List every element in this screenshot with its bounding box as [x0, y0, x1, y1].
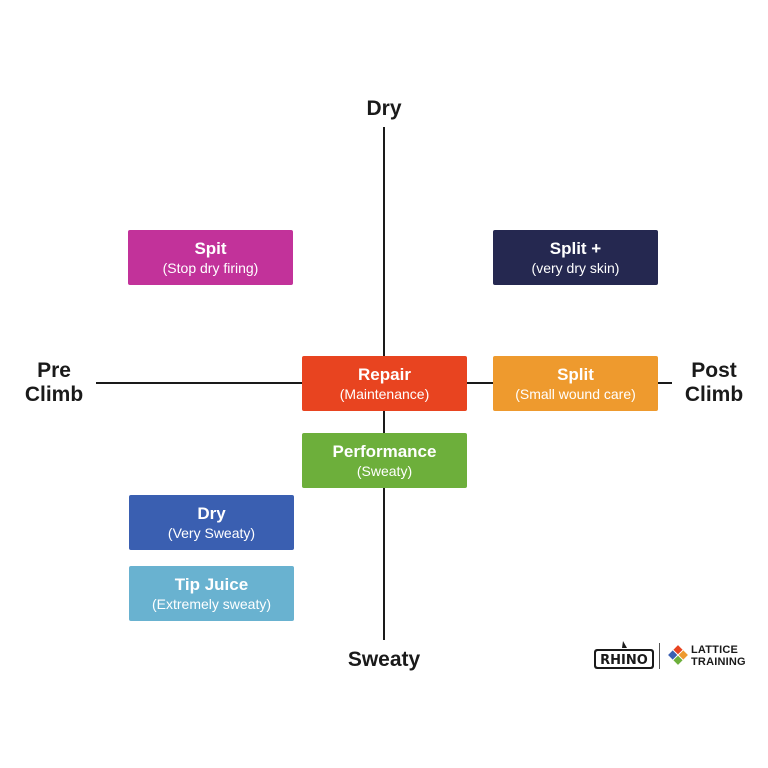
box-dry: Dry (Very Sweaty): [129, 495, 294, 550]
axis-label-right: Post Climb: [674, 359, 754, 407]
box-repair: Repair (Maintenance): [302, 356, 467, 411]
box-split-subtitle: (Small wound care): [515, 385, 636, 402]
box-tip-juice: Tip Juice (Extremely sweaty): [129, 566, 294, 621]
box-split-plus-subtitle: (very dry skin): [531, 259, 620, 276]
rhino-logo-text: RHINO: [600, 653, 648, 668]
box-dry-title: Dry: [197, 503, 226, 523]
lattice-diamond-icon: [668, 645, 688, 665]
box-tip-juice-title: Tip Juice: [174, 574, 249, 594]
box-performance-title: Performance: [332, 441, 437, 461]
axis-label-bottom: Sweaty: [347, 648, 421, 671]
axis-label-top: Dry: [366, 97, 402, 120]
box-dry-subtitle: (Very Sweaty): [167, 524, 256, 541]
logo-divider: [659, 643, 660, 669]
lattice-training-text: LATTICE TRAINING: [691, 644, 746, 668]
box-repair-subtitle: (Maintenance): [339, 385, 430, 402]
axis-label-right-line2: Climb: [684, 383, 744, 406]
box-performance-subtitle: (Sweaty): [356, 462, 413, 479]
rhino-logo-icon: RHINO: [594, 641, 654, 669]
box-spit-title: Spit: [194, 238, 227, 258]
axis-label-left: Pre Climb: [14, 359, 94, 407]
axis-label-right-line1: Post: [691, 359, 737, 382]
brand-logos: RHINO LATTICE TRAINING: [593, 639, 755, 673]
axis-label-left-line1: Pre: [37, 359, 71, 382]
box-tip-juice-subtitle: (Extremely sweaty): [151, 595, 272, 612]
box-split-plus-title: Split +: [549, 238, 602, 258]
box-split: Split (Small wound care): [493, 356, 658, 411]
box-spit-subtitle: (Stop dry firing): [162, 259, 259, 276]
box-repair-title: Repair: [358, 364, 411, 384]
box-split-plus: Split + (very dry skin): [493, 230, 658, 285]
box-performance: Performance (Sweaty): [302, 433, 467, 488]
box-split-title: Split: [557, 364, 594, 384]
box-spit: Spit (Stop dry firing): [128, 230, 293, 285]
lattice-text-line2: TRAINING: [691, 656, 746, 668]
lattice-text-line1: LATTICE: [691, 644, 739, 656]
axis-label-left-line2: Climb: [24, 383, 84, 406]
